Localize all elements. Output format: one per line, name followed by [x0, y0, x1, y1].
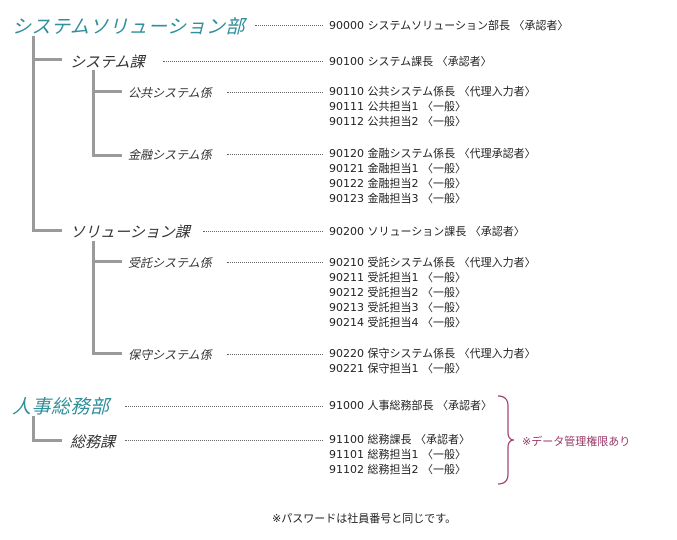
tree-branch-sec3 [32, 439, 62, 442]
leader-grp4 [227, 354, 323, 355]
account-list-grp2: 90120 金融システム係長 〈代理承認者〉 90121 金融担当1 〈一般〉 … [329, 146, 536, 206]
tree-branch-grp2 [92, 154, 122, 157]
leader-grp2 [227, 154, 323, 155]
tree-line-sec1 [92, 70, 95, 157]
account-list-sec3: 91100 総務課長 〈承認者〉 91101 総務担当1 〈一般〉 91102 … [329, 432, 470, 477]
account-entry: 90120 金融システム係長 〈代理承認者〉 [329, 147, 536, 160]
account-entry: 91102 総務担当2 〈一般〉 [329, 463, 466, 476]
tree-branch-sec1 [32, 58, 62, 61]
section-label-solution: ソリューション課 [70, 223, 190, 241]
group-label-finance: 金融システム係 [128, 148, 212, 162]
account-list-dept1: 90000 システムソリューション部長 〈承認者〉 [329, 18, 568, 33]
account-entry: 90110 公共システム係長 〈代理入力者〉 [329, 85, 536, 98]
account-entry: 90111 公共担当1 〈一般〉 [329, 100, 466, 113]
leader-grp3 [227, 262, 323, 263]
leader-dept2 [125, 406, 323, 407]
leader-sec1 [163, 61, 323, 62]
section-label-system: システム課 [70, 53, 145, 71]
password-footnote: ※パスワードは社員番号と同じです。 [272, 512, 457, 525]
account-entry: 90212 受託担当2 〈一般〉 [329, 286, 466, 299]
tree-branch-grp4 [92, 352, 122, 355]
dept-label-hr-general: 人事総務部 [12, 396, 110, 418]
account-entry: 91101 総務担当1 〈一般〉 [329, 448, 466, 461]
account-entry: 90214 受託担当4 〈一般〉 [329, 316, 466, 329]
tree-branch-grp3 [92, 260, 122, 263]
data-admin-note: ※データ管理権限あり [522, 435, 631, 448]
account-entry: 90221 保守担当1 〈一般〉 [329, 362, 466, 375]
account-list-sec1: 90100 システム課長 〈承認者〉 [329, 54, 492, 69]
leader-sec2 [203, 231, 323, 232]
data-admin-brace [497, 395, 515, 485]
account-entry: 90121 金融担当1 〈一般〉 [329, 162, 466, 175]
account-list-sec2: 90200 ソリューション課長 〈承認者〉 [329, 224, 525, 239]
leader-dept1 [255, 25, 323, 26]
group-label-contract: 受託システム係 [128, 256, 212, 270]
account-entry: 90211 受託担当1 〈一般〉 [329, 271, 466, 284]
group-label-maintenance: 保守システム係 [128, 348, 212, 362]
account-list-grp1: 90110 公共システム係長 〈代理入力者〉 90111 公共担当1 〈一般〉 … [329, 84, 536, 129]
leader-sec3 [125, 440, 323, 441]
account-entry: 91100 総務課長 〈承認者〉 [329, 433, 470, 446]
tree-branch-sec2 [32, 229, 62, 232]
account-entry: 90122 金融担当2 〈一般〉 [329, 177, 466, 190]
leader-grp1 [227, 92, 323, 93]
account-entry: 90220 保守システム係長 〈代理入力者〉 [329, 347, 536, 360]
account-entry: 90100 システム課長 〈承認者〉 [329, 55, 492, 68]
dept-label-system-solution: システムソリューション部 [12, 16, 246, 38]
tree-branch-grp1 [92, 90, 122, 93]
account-list-grp3: 90210 受託システム係長 〈代理入力者〉 90211 受託担当1 〈一般〉 … [329, 255, 536, 330]
section-label-general-affairs: 総務課 [70, 433, 116, 451]
account-list-dept2: 91000 人事総務部長 〈承認者〉 [329, 398, 492, 413]
tree-line-sec2 [92, 241, 95, 355]
account-entry: 90200 ソリューション課長 〈承認者〉 [329, 225, 525, 238]
account-entry: 90123 金融担当3 〈一般〉 [329, 192, 466, 205]
tree-line-dept2 [32, 416, 35, 442]
account-entry: 90210 受託システム係長 〈代理入力者〉 [329, 256, 536, 269]
group-label-public: 公共システム係 [128, 86, 212, 100]
account-list-grp4: 90220 保守システム係長 〈代理入力者〉 90221 保守担当1 〈一般〉 [329, 346, 536, 376]
account-entry: 90213 受託担当3 〈一般〉 [329, 301, 466, 314]
account-entry: 91000 人事総務部長 〈承認者〉 [329, 399, 492, 412]
account-entry: 90112 公共担当2 〈一般〉 [329, 115, 466, 128]
tree-line-dept1 [32, 36, 35, 232]
account-entry: 90000 システムソリューション部長 〈承認者〉 [329, 19, 569, 32]
